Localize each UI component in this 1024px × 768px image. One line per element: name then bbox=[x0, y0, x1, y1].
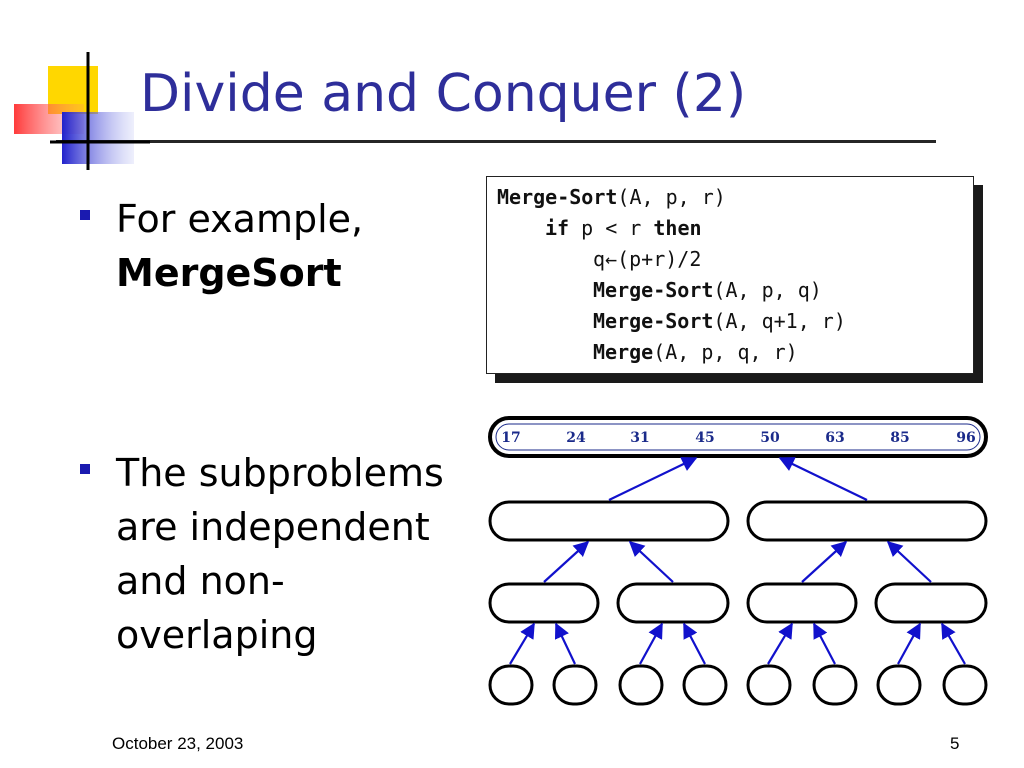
tree-leaf-node bbox=[618, 664, 664, 706]
tree-level1-node bbox=[488, 500, 730, 542]
code-line: Merge-Sort(A, p, r) bbox=[497, 185, 726, 209]
tree-leaf-node bbox=[746, 664, 792, 706]
tree-leaf-node bbox=[876, 664, 922, 706]
tree-leaf-node bbox=[552, 664, 598, 706]
pseudocode-box: Merge-Sort(A, p, r) if p < r then q←(p+r… bbox=[486, 176, 974, 374]
tree-level2-node bbox=[874, 582, 988, 624]
tree-arrow bbox=[767, 622, 793, 665]
tree-value-label: 45 bbox=[695, 430, 714, 446]
code-line: if p < r then bbox=[545, 216, 702, 240]
code-line: q←(p+r)/2 bbox=[593, 247, 702, 271]
tree-arrow bbox=[897, 622, 921, 665]
tree-value-label: 96 bbox=[956, 430, 975, 446]
tree-arrow bbox=[941, 622, 966, 665]
tree-arrow bbox=[778, 457, 868, 501]
tree-leaf-node bbox=[488, 664, 534, 706]
tree-level2-node bbox=[616, 582, 730, 624]
tree-level1-node bbox=[746, 500, 988, 542]
tree-arrow bbox=[683, 622, 706, 665]
slide-title: Divide and Conquer (2) bbox=[140, 64, 747, 124]
deco-blue-square bbox=[62, 112, 134, 164]
tree-value-label: 17 bbox=[501, 430, 520, 446]
tree-arrow bbox=[813, 622, 836, 665]
tree-value-label: 50 bbox=[760, 430, 780, 446]
bullet-text: For example, MergeSort bbox=[116, 197, 364, 295]
bullet-bold-term: MergeSort bbox=[116, 251, 342, 295]
tree-value-label: 85 bbox=[890, 430, 909, 446]
tree-arrow bbox=[608, 457, 698, 501]
tree-arrow bbox=[554, 622, 576, 665]
code-line: Merge-Sort(A, q+1, r) bbox=[593, 309, 846, 333]
merge-tree-diagram: 17 24 31 45 50 63 85 96 bbox=[488, 416, 988, 706]
tree-root-node bbox=[488, 416, 988, 458]
tree-root-inner-border bbox=[495, 423, 981, 451]
tree-leaf-node bbox=[682, 664, 728, 706]
tree-arrow bbox=[886, 540, 932, 583]
code-line: Merge(A, p, q, r) bbox=[593, 340, 798, 364]
corner-decoration bbox=[14, 52, 150, 170]
tree-arrow bbox=[543, 540, 590, 583]
tree-arrow bbox=[639, 622, 663, 665]
tree-value-label: 31 bbox=[630, 430, 649, 446]
code-line: Merge-Sort(A, p, q) bbox=[593, 278, 822, 302]
tree-level2-node bbox=[488, 582, 600, 624]
bullet-square-icon bbox=[80, 464, 90, 474]
tree-level2-node bbox=[746, 582, 858, 624]
tree-leaf-node bbox=[942, 664, 988, 706]
tree-value-label: 63 bbox=[825, 430, 844, 446]
title-underline bbox=[56, 140, 936, 143]
tree-value-label: 24 bbox=[566, 430, 586, 446]
bullet-square-icon bbox=[80, 210, 90, 220]
bullet-text: The subproblems are independent and non-… bbox=[116, 451, 444, 657]
page-number: 5 bbox=[950, 734, 960, 753]
tree-arrow bbox=[628, 540, 674, 583]
tree-arrow bbox=[509, 622, 535, 665]
footer-date: October 23, 2003 bbox=[112, 734, 244, 753]
tree-leaf-node bbox=[812, 664, 858, 706]
tree-arrow bbox=[801, 540, 848, 583]
